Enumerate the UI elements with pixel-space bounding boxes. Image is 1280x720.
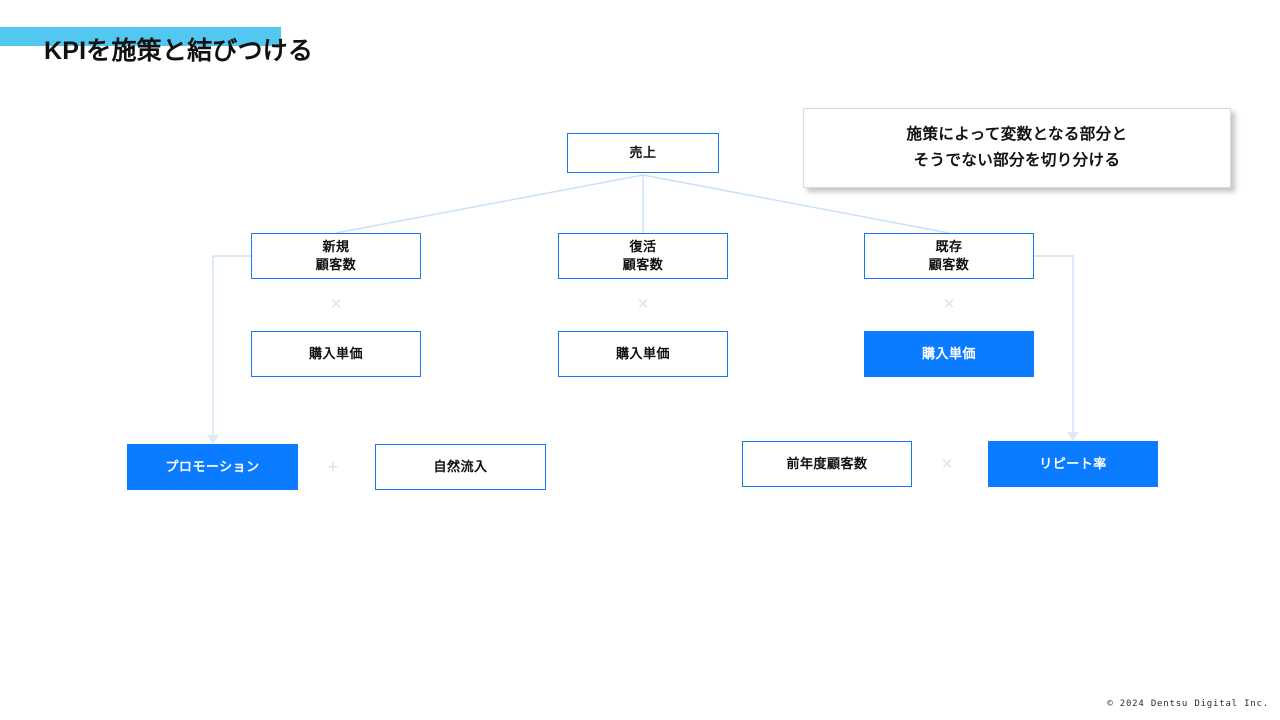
node-previous-year-customers[interactable]: 前年度顧客数	[742, 441, 912, 487]
node-label: 売上	[629, 145, 657, 161]
node-repeat-rate[interactable]: リピート率	[988, 441, 1158, 487]
connector-existing-to-repeat	[1033, 255, 1074, 432]
title-highlight-bar	[0, 27, 281, 46]
node-unit-price-new[interactable]: 購入単価	[251, 331, 421, 377]
operator-multiply-right: ×	[941, 453, 953, 475]
node-existing-customers[interactable]: 既存 顧客数	[864, 233, 1034, 279]
connector-new-to-promotion	[212, 255, 251, 435]
node-label: 購入単価	[615, 346, 670, 362]
node-label: 前年度顧客数	[786, 456, 868, 472]
node-label: プロモーション	[165, 459, 260, 475]
node-label: 既存 顧客数	[928, 239, 970, 272]
operator-multiply-existing: ×	[943, 293, 955, 315]
node-label: 自然流入	[433, 459, 488, 475]
node-label: 新規 顧客数	[315, 239, 357, 272]
node-root-sales[interactable]: 売上	[567, 133, 719, 173]
connector-root-to-new	[335, 174, 644, 234]
arrowhead-repeat	[1067, 432, 1079, 441]
node-unit-price-revived[interactable]: 購入単価	[558, 331, 728, 377]
node-label: 復活 顧客数	[622, 239, 664, 272]
node-organic-inflow[interactable]: 自然流入	[375, 444, 546, 490]
node-new-customers[interactable]: 新規 顧客数	[251, 233, 421, 279]
operator-multiply-revived: ×	[637, 293, 649, 315]
callout-text: 施策によって変数となる部分と そうでない部分を切り分ける	[906, 126, 1128, 169]
node-unit-price-existing[interactable]: 購入単価	[864, 331, 1034, 377]
node-revived-customers[interactable]: 復活 顧客数	[558, 233, 728, 279]
arrowhead-promotion	[207, 435, 219, 444]
node-label: 購入単価	[308, 346, 363, 362]
callout-box: 施策によって変数となる部分と そうでない部分を切り分ける	[803, 108, 1231, 188]
page-title: KPIを施策と結びつける	[44, 37, 314, 65]
footer-copyright: © 2024 Dentsu Digital Inc.	[1107, 699, 1269, 709]
node-label: 購入単価	[921, 346, 976, 362]
node-label: リピート率	[1039, 456, 1107, 472]
operator-multiply-new: ×	[330, 293, 342, 315]
operator-plus-left: +	[327, 456, 339, 478]
node-promotion[interactable]: プロモーション	[127, 444, 298, 490]
